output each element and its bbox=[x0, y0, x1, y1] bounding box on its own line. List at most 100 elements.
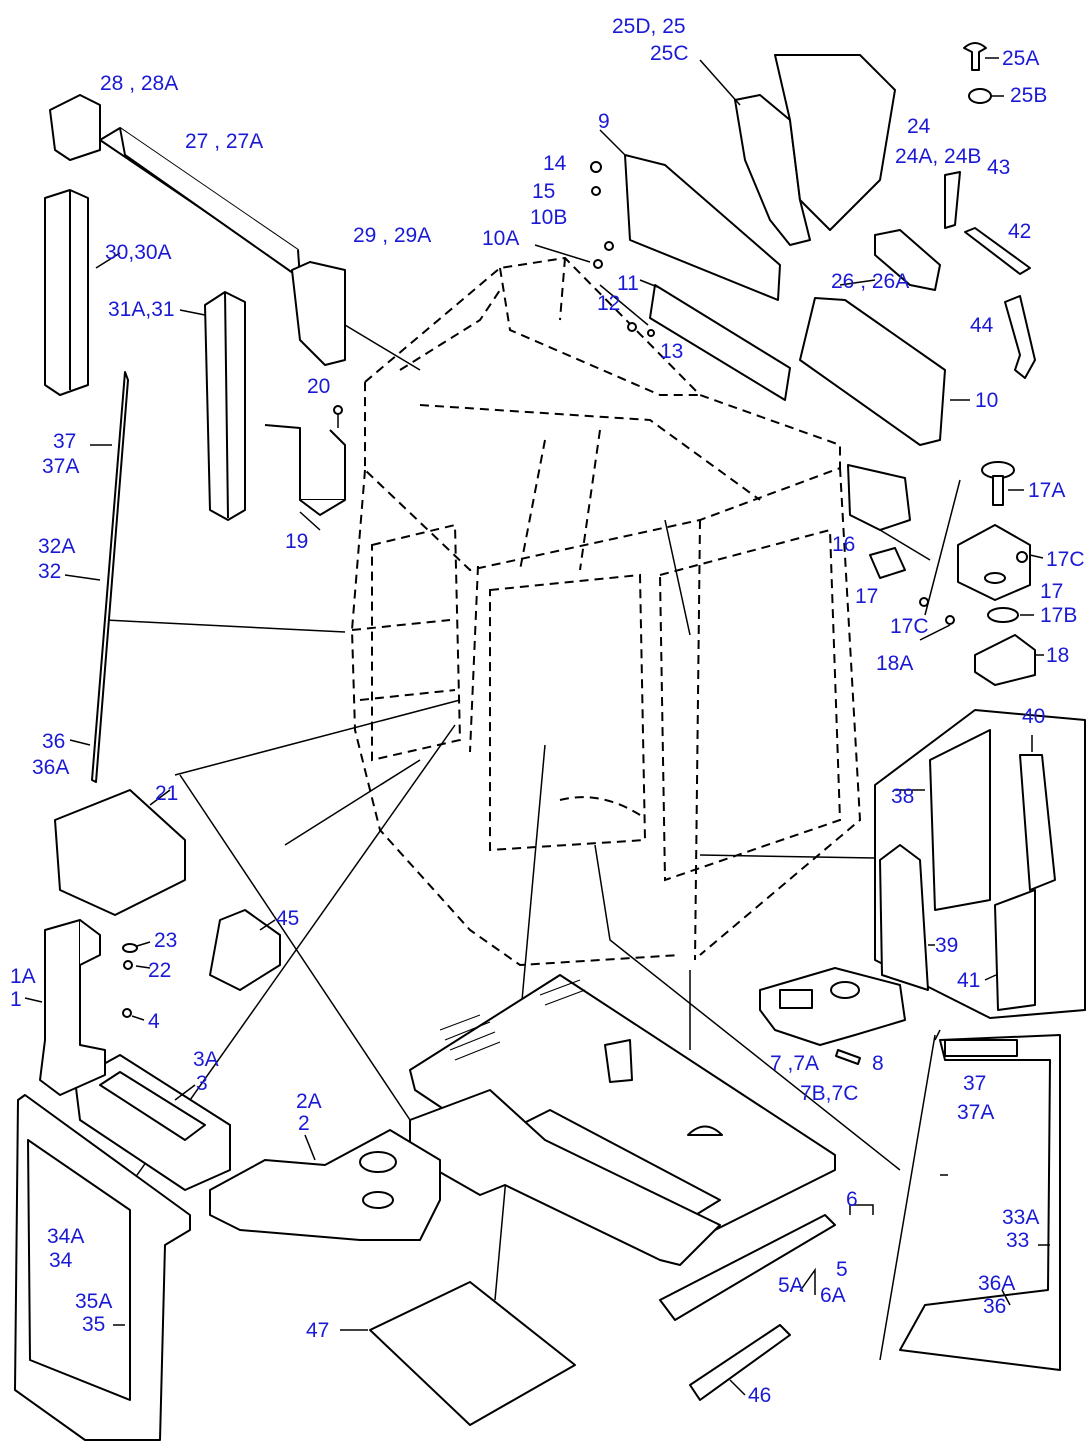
callout-label: 39 bbox=[935, 934, 958, 957]
callout-label: 37 bbox=[53, 430, 76, 453]
callout-label: 33A bbox=[1002, 1206, 1039, 1229]
part-30 bbox=[44, 189, 89, 396]
callout-label: 31A,31 bbox=[108, 298, 175, 321]
part-25A-screw bbox=[963, 42, 987, 71]
callout-labels: 25D, 25 25C 25A 25B 28 , 28A 27 , 27A 9 … bbox=[10, 15, 1085, 1407]
part-45 bbox=[209, 909, 281, 991]
part-21-armrest bbox=[54, 789, 186, 916]
callout-label: 17A bbox=[1028, 479, 1065, 502]
part-43 bbox=[944, 171, 961, 229]
callout-label: 25C bbox=[650, 42, 689, 65]
part-5-sill bbox=[659, 1214, 836, 1321]
callout-label: 15 bbox=[532, 180, 555, 203]
callout-label: 45 bbox=[276, 907, 299, 930]
callout-label: 30,30A bbox=[105, 241, 172, 264]
part-10 bbox=[799, 297, 946, 446]
part-44 bbox=[1004, 295, 1036, 379]
callout-label: 20 bbox=[307, 375, 330, 398]
callout-label: 37 bbox=[963, 1072, 986, 1095]
part-6-floor-mat bbox=[409, 974, 836, 1266]
part-29 bbox=[291, 261, 346, 366]
part-22-23-screws bbox=[122, 943, 138, 1018]
callout-label: 25D, 25 bbox=[612, 15, 686, 38]
callout-label: 10A bbox=[482, 227, 519, 250]
part-42 bbox=[964, 227, 1031, 275]
callout-label: 7 ,7A bbox=[770, 1052, 819, 1075]
callout-label: 24A, 24B bbox=[895, 145, 981, 168]
callout-label: 2 bbox=[298, 1112, 310, 1135]
callout-label: 44 bbox=[970, 314, 994, 337]
callout-label: 17 bbox=[855, 585, 878, 608]
part-17B-washer bbox=[987, 607, 1019, 623]
callout-label: 21 bbox=[155, 782, 178, 805]
callout-label: 4 bbox=[148, 1010, 160, 1033]
callout-label: 26 , 26A bbox=[831, 270, 909, 293]
callout-label: 7B,7C bbox=[800, 1082, 858, 1105]
part-1-bracket bbox=[39, 919, 106, 1096]
callout-label: 8 bbox=[872, 1052, 884, 1075]
callout-label: 32A bbox=[38, 535, 75, 558]
part-17A bbox=[981, 461, 1015, 506]
part-glass-group bbox=[874, 709, 1086, 1019]
part-3-tray bbox=[74, 1054, 231, 1191]
callout-label: 17B bbox=[1040, 604, 1077, 627]
callout-label: 2A bbox=[296, 1090, 322, 1113]
part-34-side-panel bbox=[14, 1094, 191, 1441]
callout-label: 36 bbox=[42, 730, 65, 753]
callout-label: 6A bbox=[820, 1284, 846, 1307]
callout-label: 22 bbox=[148, 959, 171, 982]
callout-label: 17C bbox=[890, 615, 929, 638]
part-16 bbox=[847, 464, 911, 531]
part-8-bolt bbox=[835, 1049, 861, 1065]
part-27 bbox=[99, 127, 301, 279]
callout-label: 16 bbox=[832, 533, 855, 556]
part-10AB-screws bbox=[593, 241, 614, 269]
callout-label: 41 bbox=[957, 969, 980, 992]
part-28 bbox=[49, 94, 101, 161]
part-11 bbox=[649, 284, 791, 401]
callout-label: 5A bbox=[778, 1274, 804, 1297]
part-2-console bbox=[209, 1129, 441, 1241]
part-25B-washer bbox=[968, 88, 992, 104]
callout-label: 34A bbox=[47, 1225, 84, 1248]
callout-label: 11 bbox=[617, 272, 639, 295]
part-17C-screw bbox=[919, 551, 1028, 607]
callout-label: 18A bbox=[876, 652, 913, 675]
callout-label: 10 bbox=[975, 389, 998, 412]
callout-label: 18 bbox=[1046, 644, 1069, 667]
callout-label: 28 , 28A bbox=[100, 72, 178, 95]
callout-label: 25A bbox=[1002, 47, 1039, 70]
part-47-mat bbox=[369, 1281, 576, 1426]
callout-label: 19 bbox=[285, 530, 308, 553]
callout-label: 42 bbox=[1008, 220, 1031, 243]
callout-label: 3A bbox=[193, 1048, 219, 1071]
callout-label: 14 bbox=[543, 152, 567, 175]
callout-label: 38 bbox=[891, 785, 914, 808]
callout-label: 17 bbox=[1040, 580, 1063, 603]
part-7 bbox=[759, 967, 906, 1046]
callout-label: 36A bbox=[32, 756, 69, 779]
callout-label: 36A bbox=[978, 1272, 1015, 1295]
callout-label: 27 , 27A bbox=[185, 130, 263, 153]
callout-label: 3 bbox=[196, 1072, 208, 1095]
part-25 bbox=[734, 54, 896, 246]
callout-label: 1 bbox=[10, 988, 22, 1011]
callout-label: 1A bbox=[10, 965, 36, 988]
callout-label: 23 bbox=[154, 929, 177, 952]
callout-label: 33 bbox=[1006, 1229, 1029, 1252]
part-18 bbox=[945, 615, 1036, 686]
part-17 bbox=[869, 524, 1031, 601]
callout-label: 17C bbox=[1046, 548, 1085, 571]
callout-label: 32 bbox=[38, 560, 61, 583]
callout-label: 9 bbox=[598, 110, 610, 133]
callout-label: 13 bbox=[660, 340, 683, 363]
callout-label: 37A bbox=[957, 1101, 994, 1124]
callout-label: 40 bbox=[1022, 705, 1045, 728]
part-33-glass bbox=[899, 1034, 1061, 1371]
part-32-glass bbox=[91, 371, 129, 783]
callout-label: 25B bbox=[1010, 84, 1047, 107]
callout-label: 6 bbox=[846, 1188, 858, 1211]
callout-label: 5 bbox=[836, 1258, 848, 1281]
callout-label: 35A bbox=[75, 1290, 112, 1313]
